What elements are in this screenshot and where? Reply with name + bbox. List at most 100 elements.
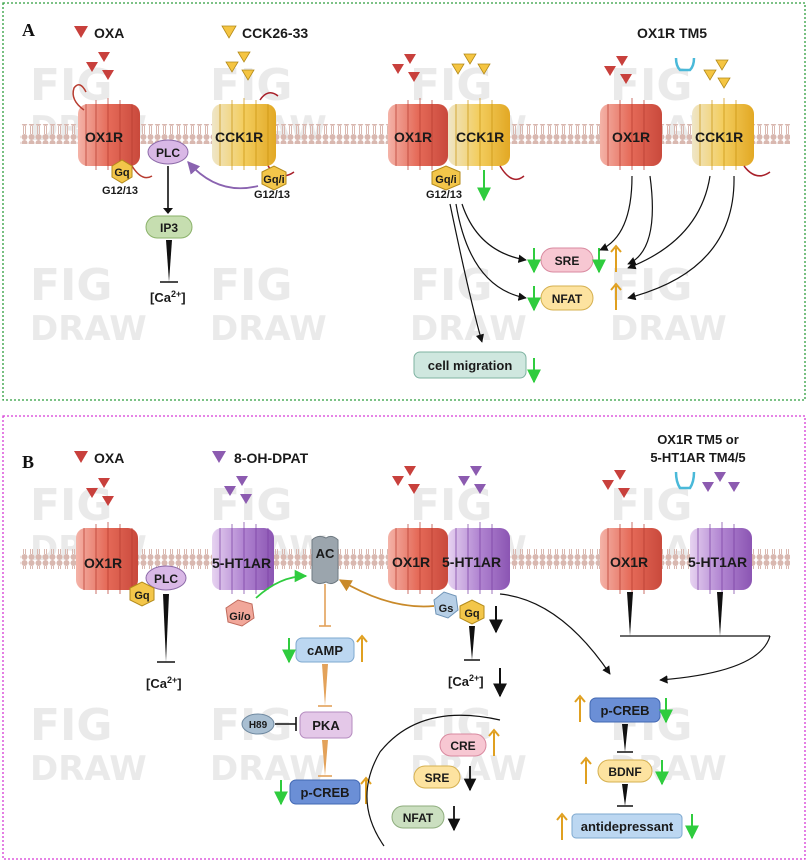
ox1r-label-a1: OX1R — [85, 129, 123, 145]
ox1r-label-b2: OX1R — [392, 554, 430, 570]
ox1r-receptor-b3 — [600, 522, 662, 594]
oxa-ligands-b2 — [392, 466, 420, 494]
watermark-fig-3: FIG — [610, 60, 693, 111]
ox1r-receptor-b2 — [388, 522, 448, 594]
pcreb-node-b1 — [289, 779, 361, 805]
bdnf-node — [597, 759, 653, 783]
dpat-ligands-b1 — [224, 476, 252, 504]
watermark-fig-7: FIG — [610, 260, 693, 311]
nfat-label-b: NFAT — [403, 811, 434, 825]
cck1r-label-a2: CCK1R — [456, 129, 504, 145]
pka-to-pcreb-arrow — [322, 740, 328, 776]
gqi-node-a1 — [261, 165, 287, 191]
ht1ar-label-b1: 5-HT1AR — [212, 555, 271, 571]
sre-label-a: SRE — [555, 254, 580, 268]
watermark-fig-5: FIG — [210, 260, 293, 311]
adenylyl-cyclase-node — [311, 535, 339, 585]
h89-label: H89 — [249, 720, 268, 731]
panel-b-frame — [2, 415, 806, 860]
ht1ar-receptor-b1 — [212, 522, 274, 594]
nfat-node-a — [540, 285, 594, 311]
cck-legend-icon — [221, 25, 237, 39]
pcreb-label-b3: p-CREB — [600, 703, 649, 718]
ox1r-receptor-a1 — [72, 84, 153, 179]
tm5-peptide-icon-a — [674, 57, 696, 72]
gq-to-ca-arrow-b2 — [469, 626, 475, 660]
gs-label: Gs — [439, 603, 454, 615]
ip3-label: IP3 — [160, 221, 178, 235]
ip3-node — [145, 215, 193, 239]
cck1r-label-a3: CCK1R — [695, 129, 743, 145]
gio-label: Gi/o — [229, 611, 251, 623]
camp-node — [295, 637, 355, 663]
bdnf-label: BDNF — [608, 765, 641, 779]
gio-node — [225, 599, 255, 627]
gqi-label-a2: Gq/i — [435, 174, 456, 186]
plc-node-a — [147, 139, 189, 165]
plc-node-b — [145, 565, 187, 591]
panel-a-letter: A — [22, 20, 35, 40]
ox1r-receptor-a3 — [600, 98, 662, 170]
ox1r-label-b1: OX1R — [84, 555, 122, 571]
g1213-label-a2: G12/13 — [254, 189, 290, 201]
cck1r-label-a1: CCK1R — [215, 129, 263, 145]
sre-label-b: SRE — [425, 771, 450, 785]
ht1ar-label-b3: 5-HT1AR — [688, 554, 747, 570]
gqi-label-a1: Gq/i — [263, 174, 284, 186]
watermark-fig-4: FIG — [30, 260, 113, 311]
dpat-ligands-b2 — [458, 466, 486, 494]
cell-migration-node — [413, 351, 527, 379]
cck-ligands-a1 — [225, 51, 255, 81]
ip3-to-ca-arrow — [166, 240, 172, 282]
gq-label-b2: Gq — [464, 608, 479, 620]
tm-peptide-icon-b — [674, 471, 696, 490]
watermark-fig-6: FIG — [410, 260, 493, 311]
watermark-draw-4: DRAW — [30, 309, 147, 349]
plc-label-a: PLC — [156, 146, 180, 160]
ca-label-b2: [Ca2+] — [448, 673, 484, 689]
tm-legend-line2: 5-HT1AR TM4/5 — [650, 450, 745, 465]
pka-node — [299, 711, 353, 739]
gq-node-b2 — [459, 599, 485, 625]
gq-node-b1 — [129, 581, 155, 607]
dimer-to-pcreb-arrow — [499, 593, 611, 675]
h89-node — [241, 713, 275, 735]
dpat-ligands-b3 — [702, 472, 740, 492]
gs-node — [433, 591, 459, 619]
b3-to-pcreb-arrow — [659, 635, 771, 684]
oxa-ligands-a1 — [86, 52, 114, 80]
oxa-ligands-a2 — [392, 54, 420, 82]
ox1r-receptor-a2 — [388, 98, 448, 170]
cck1r-receptor-a2 — [448, 98, 525, 181]
g1213-label-a1: G12/13 — [102, 185, 138, 197]
plc-label-b: PLC — [154, 572, 178, 586]
signal-arrows-a — [449, 175, 735, 343]
nucleus-envelope — [366, 714, 501, 847]
nfat-node-b — [391, 805, 445, 829]
camp-label: cAMP — [307, 643, 343, 658]
watermark-draw-6: DRAW — [410, 309, 527, 349]
pcreb-label-b1: p-CREB — [300, 785, 349, 800]
watermark-draw-7: DRAW — [610, 309, 727, 349]
sre-node-b — [413, 765, 461, 789]
ht1ar-receptor-b3 — [690, 522, 752, 594]
cell-migration-label: cell migration — [428, 358, 513, 373]
cck-legend-label: CCK26-33 — [242, 25, 308, 41]
gq-label-a: Gq — [114, 167, 129, 179]
ox1r-label-b3: OX1R — [610, 554, 648, 570]
oxa-legend-icon-b — [74, 451, 88, 463]
antidepressant-label: antidepressant — [581, 819, 674, 834]
cck1r-receptor-a1 — [212, 92, 295, 177]
plc-to-ca-arrow-b — [163, 594, 169, 662]
cck-ligands-a3 — [703, 59, 731, 89]
dpat-legend-icon — [212, 451, 226, 463]
cre-label: CRE — [450, 739, 475, 753]
watermark-fig-0: FIG — [30, 60, 113, 111]
panel-a-frame — [2, 2, 806, 401]
panel-b-letter: B — [22, 452, 34, 472]
ca-label-a: [Ca2+] — [150, 289, 186, 305]
gq-node-a — [111, 159, 133, 184]
tm5-legend-label: OX1R TM5 — [637, 25, 707, 41]
nfat-label-a: NFAT — [552, 292, 583, 306]
